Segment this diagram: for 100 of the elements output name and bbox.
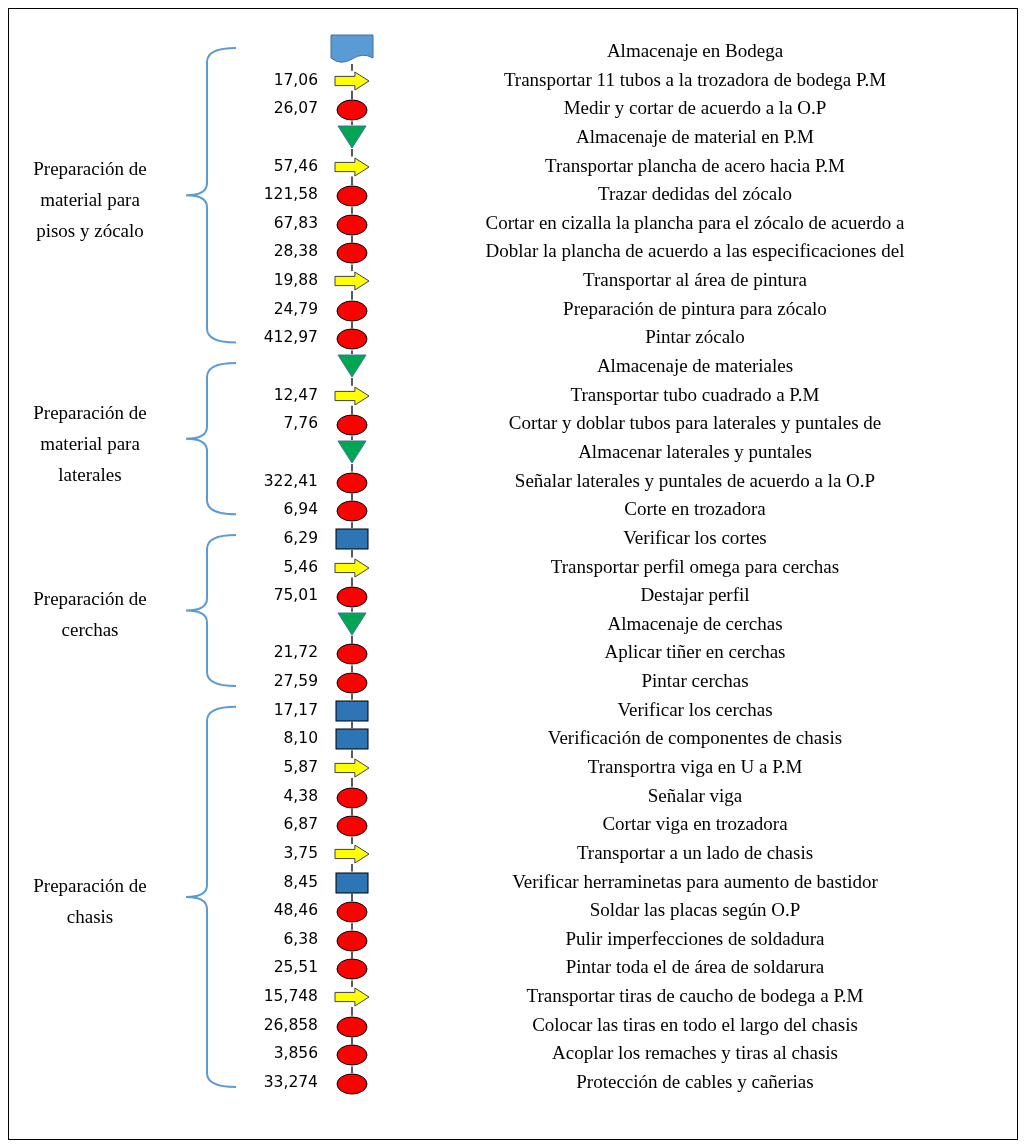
activity-description: Verificar herraminetas para aumento de bastidor (511, 870, 879, 893)
operation-circle (336, 786, 368, 809)
time-value: 26,858 (262, 1014, 318, 1035)
connector-line (351, 777, 353, 788)
activity-description: Protección de cables y cañerias (575, 1071, 815, 1094)
activity-description: Almacenaje de materiales (595, 355, 795, 378)
activity-description: Transportar perfil omega para cerchas (549, 555, 841, 578)
activity-description: Cortar y doblar tubos para laterales y puntales de (507, 412, 883, 435)
operation-circle (336, 414, 368, 437)
transport-arrow-symbol (334, 843, 370, 864)
operation-circle (336, 958, 368, 981)
activity-description: Aplicar tiñer en cerchas (603, 641, 787, 664)
connector-line (351, 1037, 353, 1046)
activity-description: Señalar laterales y puntales de acuerdo a la O.P (513, 469, 877, 492)
activity-description: Cortar en cizalla la plancha para el zócalo de acuerdo a (484, 211, 906, 234)
connector-line (351, 377, 353, 387)
activity-description: Almacenaje en Bodega (605, 40, 785, 62)
transport-arrow-symbol (334, 987, 370, 1008)
time-value: 6,29 (282, 527, 318, 548)
transport-arrow-symbol (334, 557, 370, 578)
connector-line (351, 120, 353, 126)
operation-circle (336, 328, 368, 351)
activity-description: Corte en trozadora (623, 498, 767, 521)
time-value: 3,856 (272, 1043, 318, 1064)
operation-circle (336, 213, 368, 236)
activity-description: Colocar las tiras en todo el largo del chasis (531, 1013, 859, 1036)
activity-description: Acoplar los remaches y tiras al chasis (551, 1042, 839, 1065)
connector-line (351, 549, 353, 559)
activity-description: Transportar a un lado de chasis (575, 841, 815, 864)
time-value: 8,45 (282, 871, 318, 892)
storage-triangle (337, 611, 367, 636)
connector-line (351, 836, 353, 845)
operation-circle (336, 242, 368, 265)
operation-circle (336, 672, 368, 695)
connector-line (351, 290, 353, 301)
time-value: 6,87 (282, 814, 318, 835)
time-value: 25,51 (272, 957, 318, 978)
activity-description: Verificación de componentes de chasis (546, 727, 844, 750)
time-value: 17,06 (272, 69, 318, 90)
time-value: 19,88 (272, 270, 318, 291)
time-value: 17,17 (272, 699, 318, 720)
activity-description: Transportra viga en U a P.M (586, 756, 804, 778)
connector-line (351, 492, 353, 501)
time-value: 75,01 (272, 585, 318, 606)
time-value: 28,38 (272, 241, 318, 262)
operation-circle (336, 1044, 368, 1067)
time-value: 12,47 (272, 384, 318, 405)
transport-arrow-symbol (334, 758, 370, 778)
time-value: 15,748 (262, 986, 318, 1007)
activity-description: Destajar perfil (639, 584, 751, 607)
operation-circle (336, 586, 368, 609)
connector-line (351, 263, 353, 272)
activity-description: Almacenaje de cerchas (606, 612, 784, 635)
operation-circle (336, 99, 368, 122)
activity-description: Transportar tubo cuadrado a P.M (569, 383, 821, 406)
inspection-square (335, 871, 369, 894)
activity-description: Verificar los cortes (622, 526, 768, 549)
transport-arrow-symbol (334, 156, 370, 177)
activity-description: Doblar la plancha de acuerdo a las especificaciones del (484, 240, 906, 263)
operation-circle (336, 299, 368, 322)
connector-line (351, 175, 353, 186)
connector-line (351, 521, 353, 529)
inspection-square (335, 527, 369, 550)
operation-circle (336, 185, 368, 208)
connector-line (351, 90, 353, 100)
connector-line (351, 607, 353, 613)
time-value: 48,46 (272, 900, 318, 921)
group-label: Preparación de material para laterales (32, 400, 148, 487)
activity-description: Señalar viga (646, 784, 744, 807)
connector-line (351, 749, 353, 759)
connector-line (351, 206, 353, 215)
operation-circle (336, 500, 368, 523)
storage-triangle (337, 439, 367, 464)
operation-circle (336, 643, 368, 666)
activity-description: Almacenar laterales y puntales (577, 440, 813, 463)
connector-line (351, 979, 353, 988)
activity-description: Soldar las placas según O.P (588, 899, 802, 922)
time-value: 6,94 (282, 499, 318, 520)
operation-circle (336, 815, 368, 838)
connector-line (351, 63, 353, 72)
connector-line (351, 693, 353, 701)
connector-line (351, 951, 353, 960)
operation-circle (336, 1073, 368, 1096)
time-value: 27,59 (272, 671, 318, 692)
activity-description: Pintar zócalo (644, 326, 746, 349)
connector-line (351, 435, 353, 441)
time-value: 5,87 (282, 757, 318, 777)
activity-description: Pulir imperfecciones de soldadura (564, 927, 826, 950)
connector-line (351, 922, 353, 931)
storage-triangle (337, 354, 367, 379)
connector-line (351, 808, 353, 816)
connector-line (351, 576, 353, 587)
transport-arrow-symbol (334, 271, 370, 292)
time-value: 5,46 (282, 556, 318, 577)
activity-description: Pintar toda el de área de soldarura (564, 956, 826, 979)
time-value: 33,274 (262, 1072, 318, 1093)
time-value: 8,10 (282, 728, 318, 749)
time-value: 24,79 (272, 298, 318, 319)
time-value: 57,46 (272, 155, 318, 176)
time-value: 121,58 (262, 184, 318, 205)
